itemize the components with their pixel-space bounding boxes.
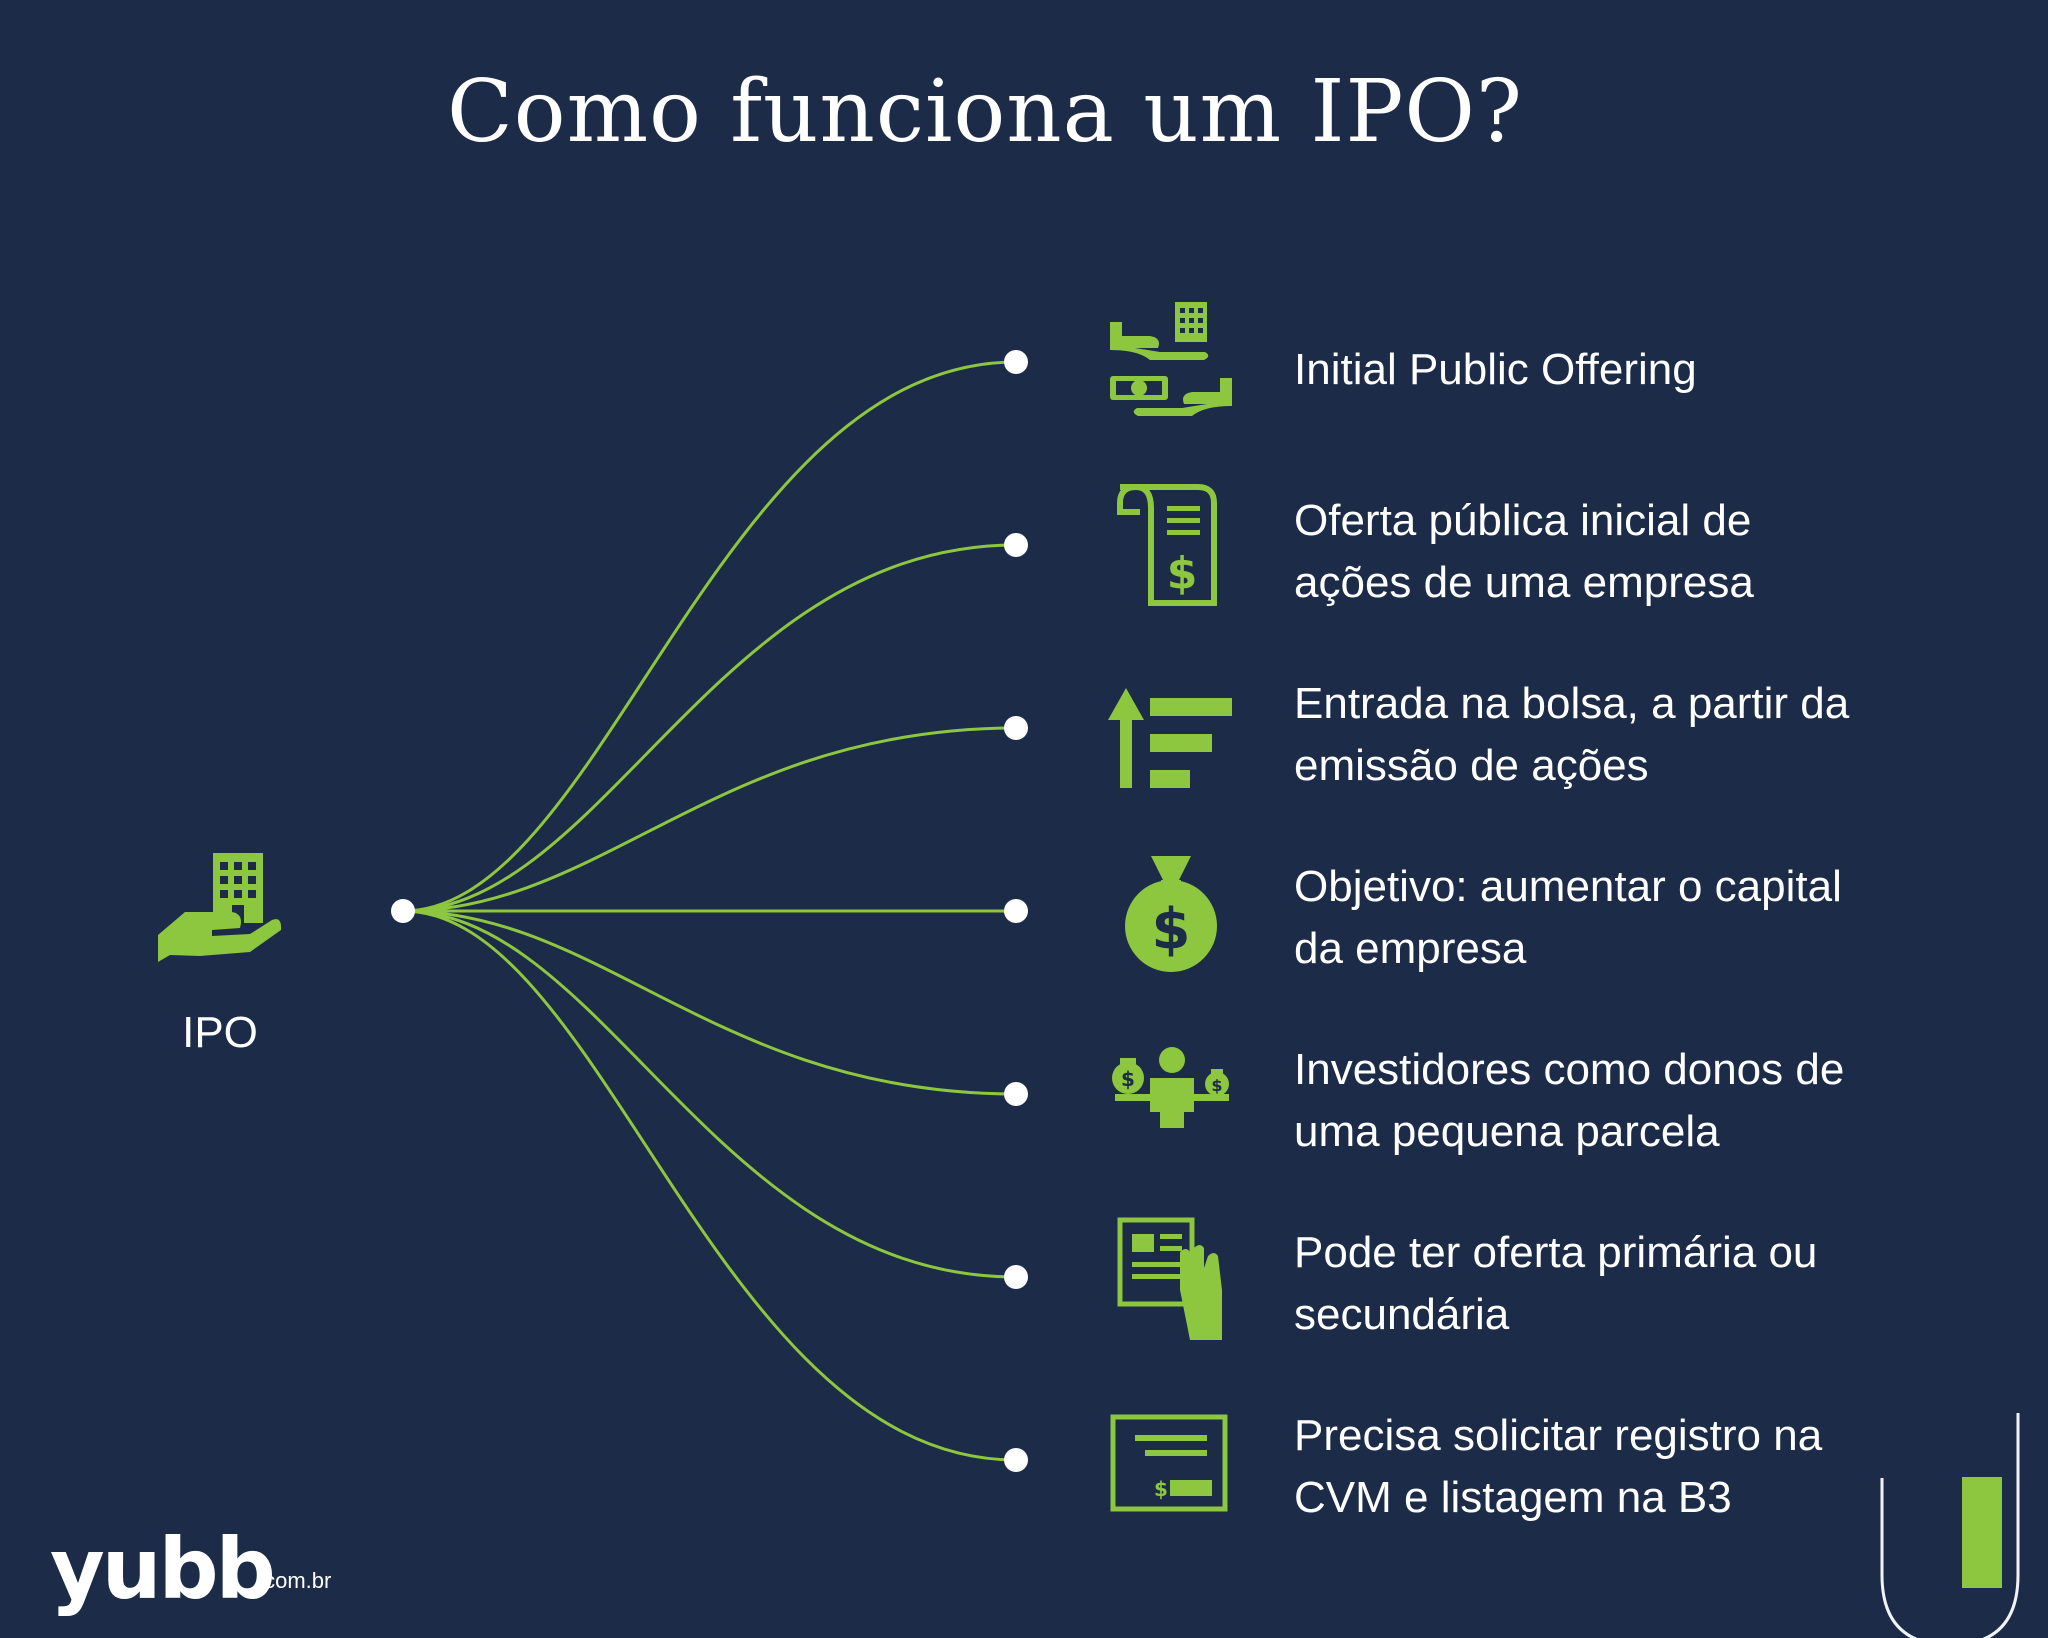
item-text-5-line-1: Investidores como donos de [1294,1045,1845,1094]
connector-line-3 [402,726,1017,913]
item-text-4: Objetivo: aumentar o capital da empresa [1294,856,2014,980]
item-text-3-line-1: Entrada na bolsa, a partir da [1294,679,1850,728]
item-text-2-line-1: Oferta pública inicial de [1294,496,1752,545]
item-text-6-line-1: Pode ter oferta primária ou [1294,1228,1818,1277]
item-text-6: Pode ter oferta primária ou secundária [1294,1222,2014,1346]
item-text-5: Investidores como donos de uma pequena p… [1294,1039,2014,1163]
investor-balance-icon: $ $ [1112,1047,1229,1128]
item-node-4 [1004,899,1028,923]
svg-text:$: $ [1154,1477,1168,1501]
root-node-label: IPO [182,1008,258,1057]
item-text-5-line-2: uma pequena parcela [1294,1107,1720,1156]
svg-text:$: $ [1211,1076,1222,1095]
item-text-7-line-2: CVM e listagem na B3 [1294,1473,1732,1522]
item-text-3-line-2: emissão de ações [1294,741,1649,790]
connector-line-1 [402,360,1017,913]
check-document-icon: $ [1110,1414,1228,1512]
item-node-5 [1004,1082,1028,1106]
page-title: Como funciona um IPO? [446,62,1523,162]
connector-line-6 [402,909,1017,1279]
svg-text:$: $ [1152,897,1191,962]
item-text-7-line-1: Precisa solicitar registro na [1294,1411,1823,1460]
item-text-6-line-2: secundária [1294,1290,1510,1339]
item-node-1 [1004,350,1028,374]
item-node-2 [1004,533,1028,557]
brand-logo: yubb [50,1520,276,1618]
dollar-document-icon: $ [1117,483,1217,606]
item-text-2: Oferta pública inicial de ações de uma e… [1294,490,2014,614]
item-text-4-line-1: Objetivo: aumentar o capital [1294,862,1842,911]
connector-line-2 [402,543,1017,913]
exchange-building-money-icon [1110,302,1232,416]
connector-lines [391,350,1028,1472]
brand-logo-suffix: .com.br [258,1568,332,1593]
connector-line-5 [402,909,1017,1096]
svg-text:$: $ [1167,548,1198,599]
root-node [391,899,415,923]
brand-mark-decoration [1880,1413,2020,1638]
svg-text:$: $ [1121,1067,1135,1091]
money-bag-icon: $ [1125,856,1217,972]
item-node-6 [1004,1265,1028,1289]
item-text-3: Entrada na bolsa, a partir da emissão de… [1294,673,2014,797]
hand-holding-building-icon [158,853,282,962]
item-text-7: Precisa solicitar registro na CVM e list… [1294,1405,2014,1529]
connector-line-7 [402,909,1017,1462]
item-text-1: Initial Public Offering [1294,339,2014,401]
item-text-2-line-2: ações de uma empresa [1294,558,1754,607]
item-node-7 [1004,1448,1028,1472]
item-text-1-line-1: Initial Public Offering [1294,345,1697,394]
item-text-4-line-2: da empresa [1294,924,1527,973]
growth-arrow-bars-icon [1108,688,1232,788]
item-node-3 [1004,716,1028,740]
contract-hand-icon [1117,1217,1222,1340]
